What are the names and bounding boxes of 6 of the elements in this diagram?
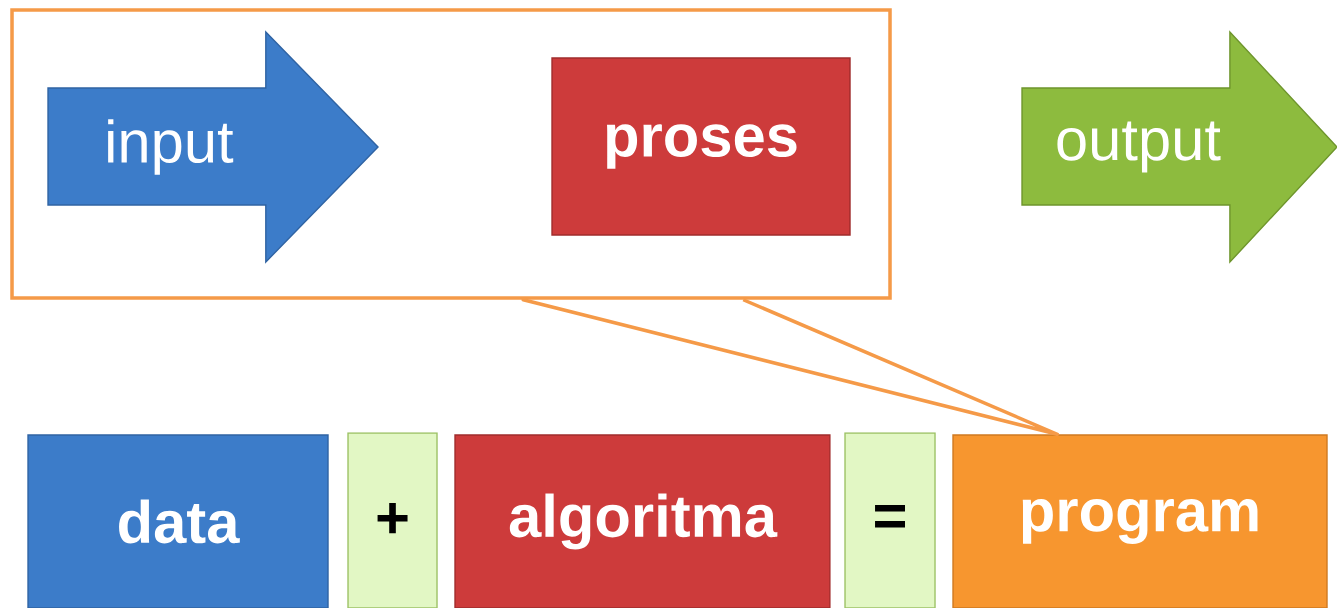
operator-box: =	[844, 432, 936, 608]
data-box: data	[27, 434, 329, 608]
operator-box: +	[347, 432, 438, 608]
algorithm-box: algoritma	[454, 434, 831, 608]
process-box: proses	[551, 57, 851, 236]
program-box: program	[952, 434, 1328, 608]
